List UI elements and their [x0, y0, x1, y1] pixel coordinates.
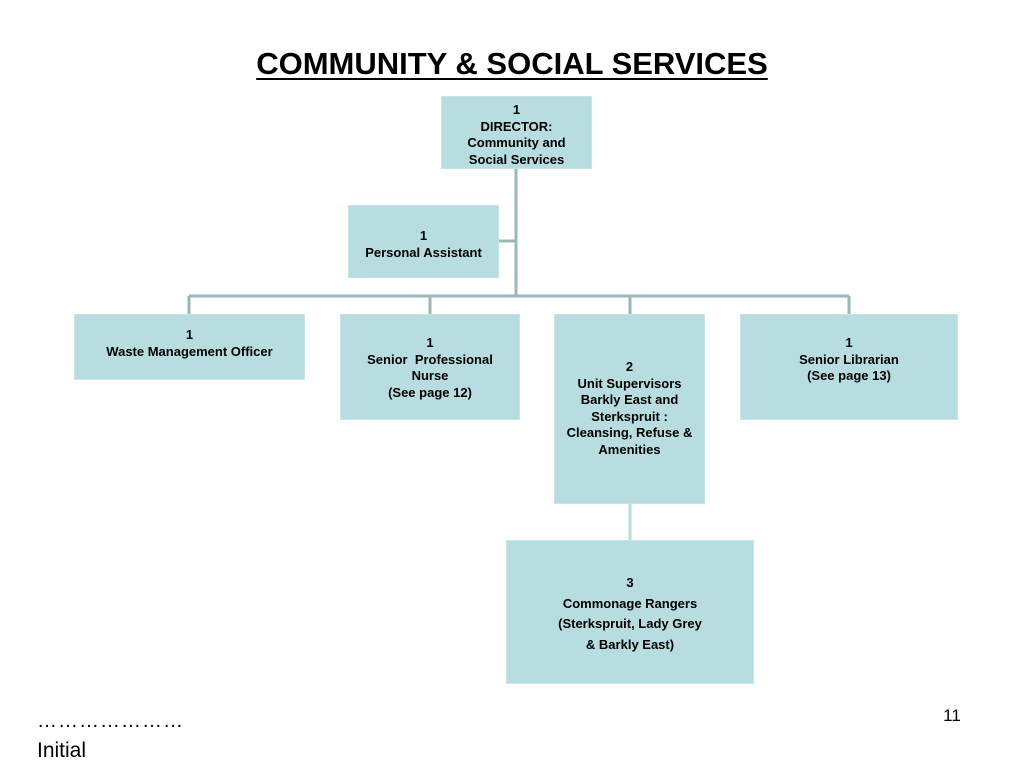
director-dept-line-2: Social Services	[468, 151, 565, 167]
director-title-line: DIRECTOR:	[480, 118, 553, 134]
commonage-rangers-title: Commonage Rangers	[562, 595, 698, 611]
page-number: 11	[943, 706, 961, 725]
unit-supervisors-box: 2 Unit Supervisors Barkly East and Sterk…	[554, 314, 705, 504]
senior-nurse-page-ref: (See page 12)	[388, 384, 472, 400]
senior-nurse-box: 1 Senior Professional Nurse (See page 12…	[340, 314, 520, 420]
signature-line: …………………	[37, 710, 184, 732]
unit-supervisors-line-2: Barkly East and	[580, 392, 679, 407]
senior-librarian-count: 1	[845, 335, 853, 350]
director-count: 1	[512, 102, 521, 117]
unit-supervisors-line-3: Sterkspruit :	[591, 408, 668, 424]
director-dept-line-1: Community and	[467, 135, 566, 150]
initial-label: Initial	[37, 739, 87, 762]
director-box: 1 DIRECTOR: Community and Social Service…	[441, 96, 592, 169]
unit-supervisors-line-1: Unit Supervisors	[577, 375, 682, 391]
waste-management-title: Waste Management Officer	[106, 343, 273, 359]
senior-librarian-page-ref: (See page 13)	[807, 368, 891, 383]
personal-assistant-box: 1 Personal Assistant	[348, 205, 499, 278]
unit-supervisors-line-5: Amenities	[598, 441, 661, 457]
senior-librarian-box: 1 Senior Librarian (See page 13)	[740, 314, 958, 420]
personal-assistant-count: 1	[419, 228, 428, 243]
unit-supervisors-count: 2	[625, 359, 634, 374]
commonage-rangers-box: 3 Commonage Rangers (Sterkspruit, Lady G…	[506, 540, 754, 684]
senior-nurse-title-line-1: Senior Professional	[367, 351, 493, 367]
senior-nurse-title-line-2: Nurse	[411, 368, 449, 383]
personal-assistant-title: Personal Assistant	[365, 244, 482, 260]
commonage-rangers-count: 3	[626, 575, 634, 590]
waste-management-box: 1 Waste Management Officer	[74, 314, 305, 380]
page-title: COMMUNITY & SOCIAL SERVICES	[256, 46, 768, 81]
commonage-rangers-locations-1: (Sterkspruit, Lady Grey	[558, 616, 702, 631]
unit-supervisors-line-4: Cleansing, Refuse &	[566, 425, 693, 440]
commonage-rangers-locations-2: & Barkly East)	[585, 636, 675, 652]
waste-management-count: 1	[185, 327, 194, 342]
senior-nurse-count: 1	[426, 335, 434, 350]
senior-librarian-title: Senior Librarian	[799, 351, 899, 367]
